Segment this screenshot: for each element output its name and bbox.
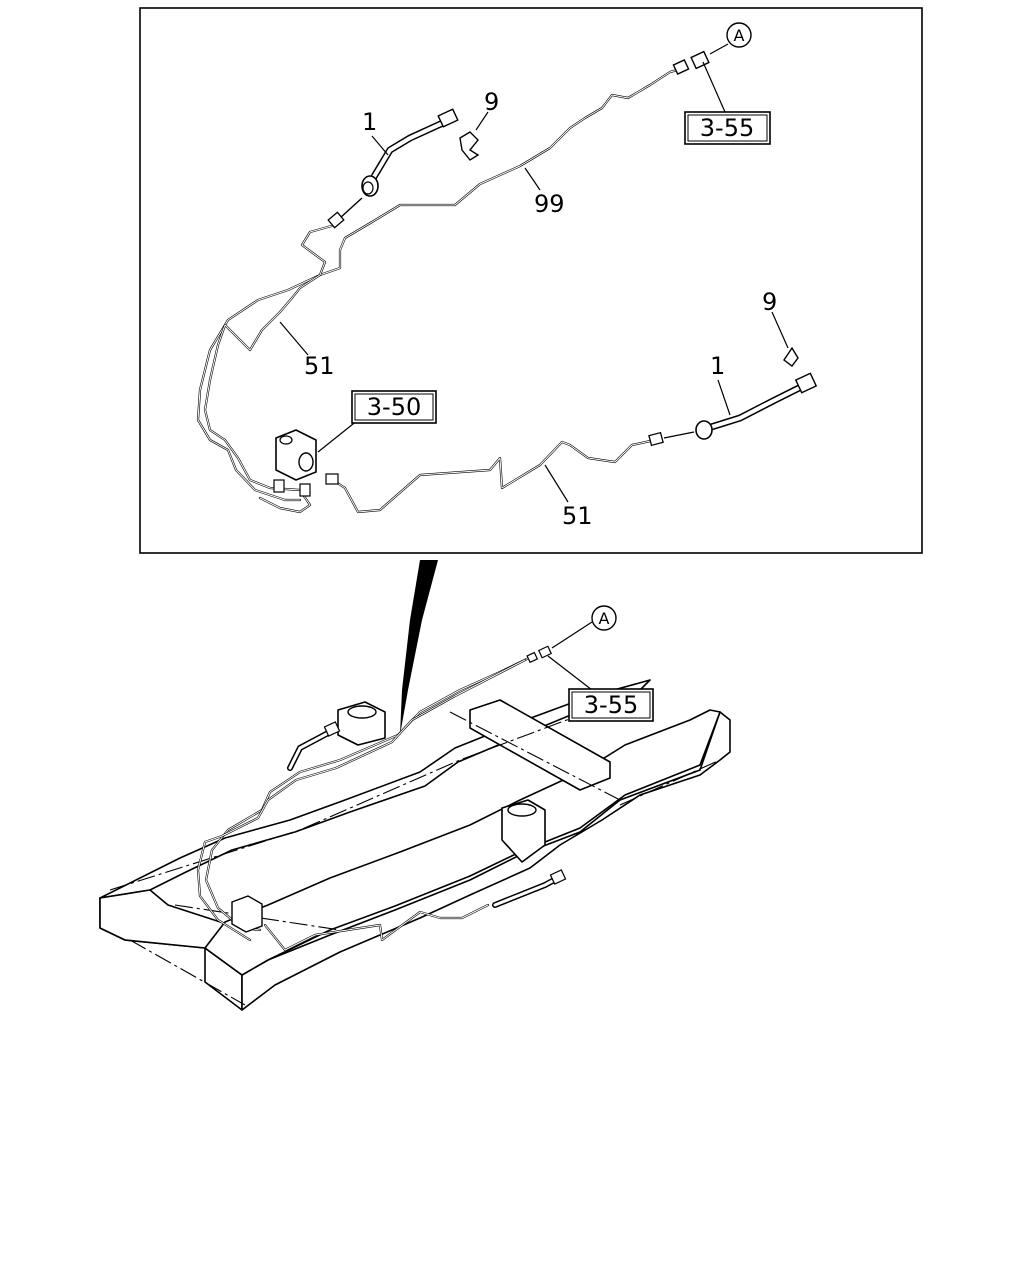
ref-box-valve: 3-50 xyxy=(351,390,437,424)
detail-pointer xyxy=(400,560,438,735)
frame-rail-right xyxy=(241,711,731,1011)
marker-a-detail-label: A xyxy=(734,26,745,45)
callout-pipe-51-lower: 51 xyxy=(562,502,593,530)
brake-hose-upper xyxy=(327,108,459,229)
overview-leader-marker xyxy=(551,621,593,649)
callout-hose-upper: 1 xyxy=(362,108,377,136)
detail-view: 1 9 99 51 51 9 1 3-50 3-55 A xyxy=(139,7,923,554)
overview-ref-box-connector: 3-55 xyxy=(568,688,654,722)
brake-hose-lower xyxy=(648,372,818,447)
frame-centerlines xyxy=(109,711,721,1006)
overview-leader-connector xyxy=(547,655,593,691)
overview-brake-pipes xyxy=(196,645,567,952)
ref-connector-label: 3-55 xyxy=(700,114,754,142)
callout-pipe-99: 99 xyxy=(534,190,565,218)
ref-box-connector: 3-55 xyxy=(684,111,771,145)
ref-valve-label: 3-50 xyxy=(367,393,421,421)
brake-pipe-99 xyxy=(196,66,687,502)
callout-clip-lower: 9 xyxy=(762,288,777,316)
marker-a-overview-label: A xyxy=(599,609,610,628)
detail-leaders xyxy=(279,43,789,503)
marker-a-detail: A xyxy=(726,22,752,48)
brake-pipe-51-lower xyxy=(328,438,657,514)
clip-lower xyxy=(783,346,799,367)
body-mount-right xyxy=(501,799,546,863)
body-mount-left xyxy=(337,701,386,746)
marker-a-overview: A xyxy=(591,605,617,631)
clip-upper xyxy=(459,131,480,161)
detail-frame xyxy=(139,7,923,554)
callout-pipe-51-upper: 51 xyxy=(304,352,335,380)
callout-clip-upper: 9 xyxy=(484,88,499,116)
overview-view: 3-55 A xyxy=(99,605,731,1011)
proportioning-valve xyxy=(273,429,339,497)
overview-ref-connector-label: 3-55 xyxy=(584,691,638,719)
callout-hose-lower: 1 xyxy=(710,352,725,380)
frame-middle-crossmember xyxy=(469,699,611,791)
